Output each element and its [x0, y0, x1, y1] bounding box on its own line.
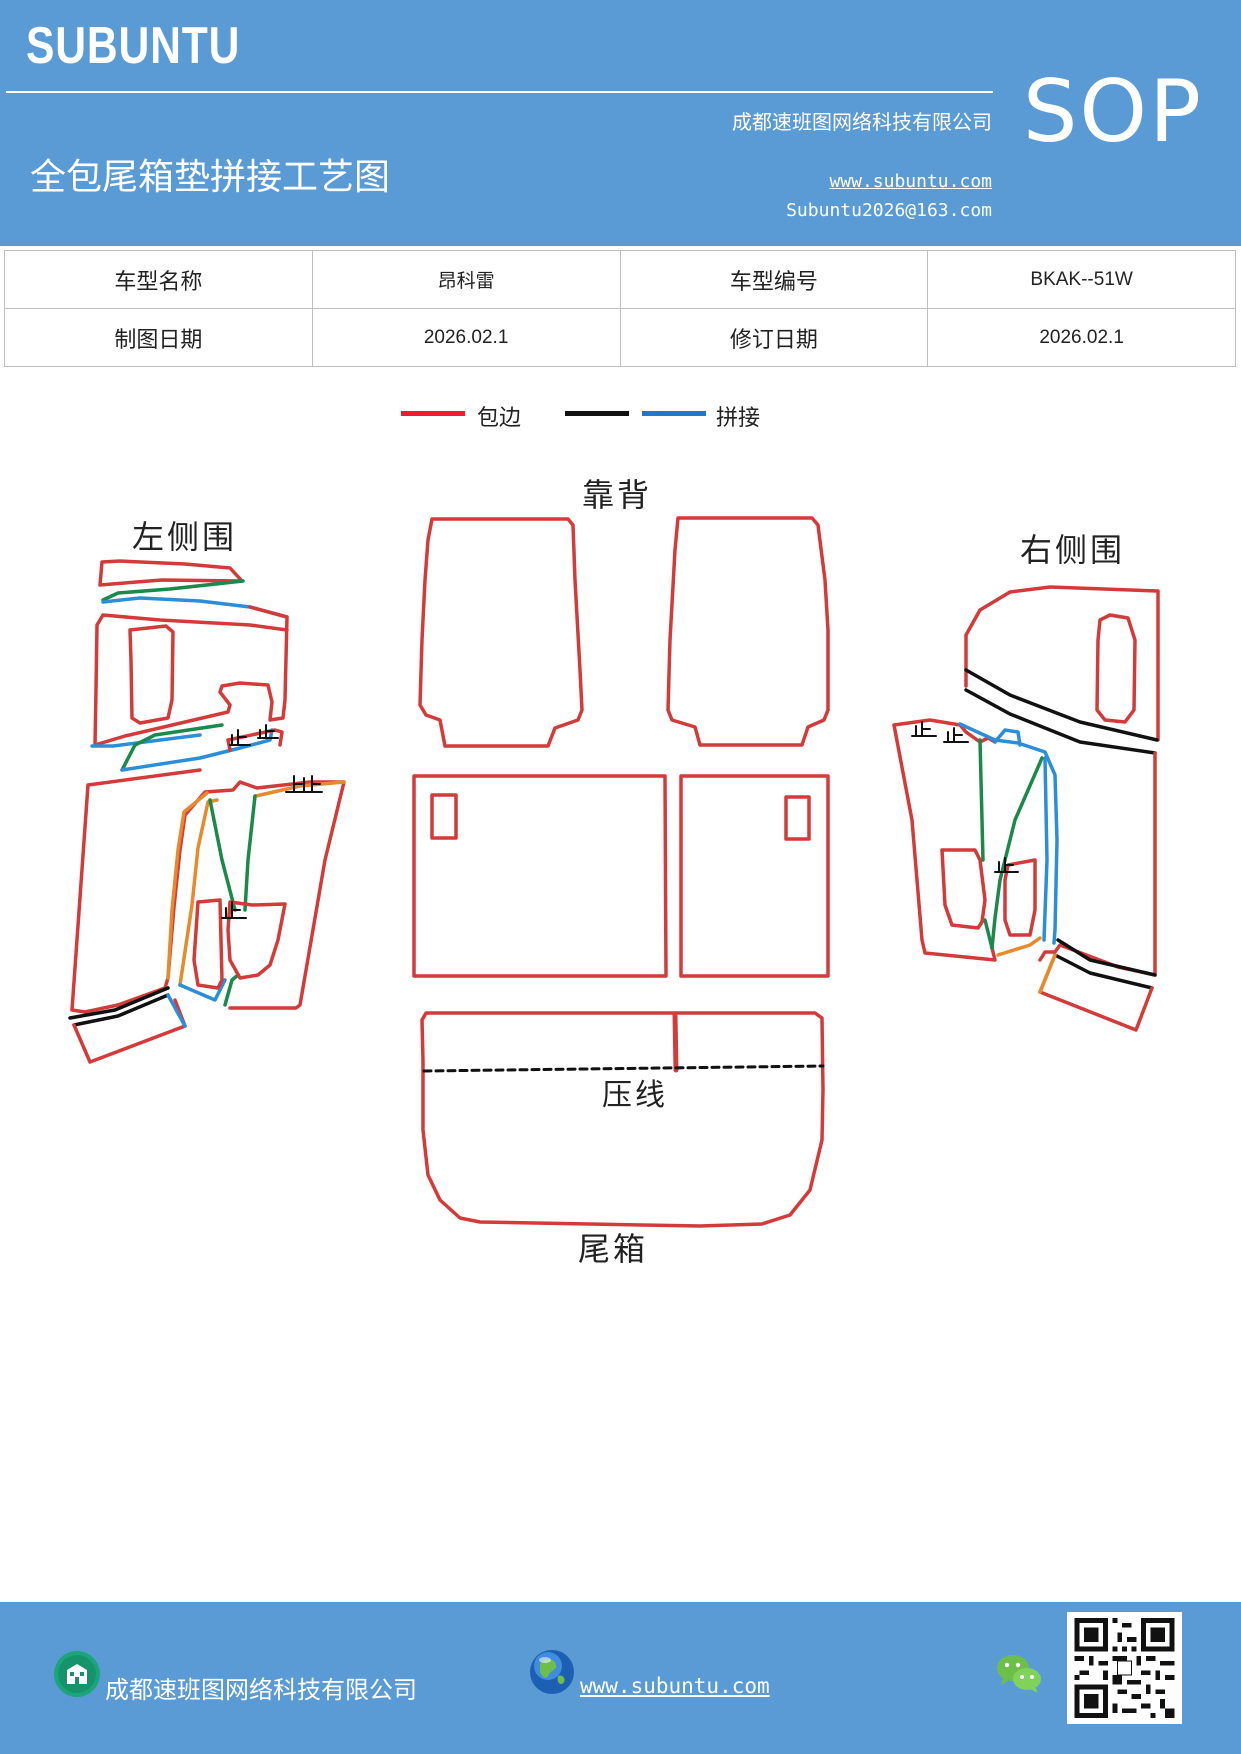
- legend-swatch-splice: [642, 411, 706, 416]
- label-draw-date: 制图日期: [4, 308, 313, 367]
- value-model-code: BKAK--51W: [927, 250, 1236, 309]
- backrest-lower-right: [679, 774, 830, 978]
- backrest-lower-left: [412, 774, 668, 978]
- right-green-2: [990, 756, 1044, 950]
- left-upper-panel: [93, 605, 289, 747]
- left-upper-tab: [226, 728, 284, 752]
- legend: 包边 拼接: [0, 400, 1241, 440]
- pattern-drawing: [68, 516, 1160, 1228]
- value-draw-date: 2026.02.1: [311, 308, 621, 367]
- left-lower-panel: [70, 768, 346, 1014]
- left-upper-window: [128, 624, 175, 725]
- qr-code-pattern: [1074, 1618, 1175, 1718]
- label-crease: 压线: [602, 1078, 668, 1113]
- table-row: 车型名称 昂科雷 车型编号 BKAK--51W: [4, 250, 1236, 309]
- trunk-piece: [420, 1011, 825, 1228]
- header-banner: SUBUNTU SOP 成都速班图网络科技有限公司 全包尾箱垫拼接工艺图 www…: [0, 0, 1241, 246]
- backrest-lower-left-window: [430, 793, 458, 840]
- company-name: 成都速班图网络科技有限公司: [732, 110, 992, 134]
- label-model-code: 车型编号: [619, 250, 929, 309]
- right-window-2: [1003, 858, 1037, 937]
- table-row: 制图日期 2026.02.1 修订日期 2026.02.1: [4, 308, 1236, 367]
- left-bottom-strip: [72, 998, 187, 1064]
- left-upper-blue-seam: [120, 728, 274, 772]
- right-upper-window: [1095, 613, 1137, 724]
- left-lower-orange-seam-2: [178, 798, 219, 987]
- right-bottom-orange: [1038, 953, 1057, 994]
- website-link[interactable]: www.subuntu.com: [829, 171, 992, 192]
- stop-marks-left: [221, 724, 323, 919]
- right-upper-black-2: [964, 688, 1157, 755]
- left-lower-orange-seam-3: [254, 780, 346, 798]
- right-orange-seam: [996, 936, 1042, 957]
- left-top-seam-green: [101, 579, 245, 602]
- right-green-1: [978, 738, 985, 862]
- stop-marks-right: [911, 721, 1019, 873]
- value-revision-date: 2026.02.1: [927, 308, 1236, 367]
- legend-label-splice: 拼接: [716, 406, 761, 431]
- left-lower-black-seam-2: [72, 993, 170, 1027]
- left-lower-green-1: [208, 798, 237, 912]
- globe-icon: [530, 1650, 574, 1694]
- left-lower-black-seam: [68, 986, 170, 1020]
- vehicle-info-table: 车型名称 昂科雷 车型编号 BKAK--51W 制图日期 2026.02.1 修…: [4, 250, 1236, 367]
- right-upper-black-1: [964, 668, 1159, 742]
- right-lower-black-2: [1053, 953, 1154, 990]
- right-upper-panel: [964, 585, 1160, 742]
- legend-swatch-edging: [401, 411, 465, 416]
- legend-label-edging: 包边: [477, 406, 522, 431]
- backrest-lower-right-window: [784, 795, 811, 841]
- footer-banner: 成都速班图网络科技有限公司 www.subuntu.com: [0, 1602, 1241, 1754]
- left-upper-panel-blue: [90, 733, 202, 748]
- left-top-strip: [98, 559, 244, 587]
- label-trunk: 尾箱: [578, 1230, 649, 1268]
- label-model-name: 车型名称: [4, 250, 313, 309]
- trunk-outline: [420, 1011, 825, 1228]
- left-lower-blue-seam: [178, 978, 227, 1002]
- footer-website-link[interactable]: www.subuntu.com: [580, 1674, 770, 1698]
- right-green-3: [983, 918, 994, 950]
- wechat-icon: [997, 1655, 1041, 1693]
- trunk-crease-line: [422, 1064, 825, 1073]
- qr-code[interactable]: [1067, 1612, 1182, 1724]
- left-lower-orange-seam: [166, 791, 209, 980]
- left-lower-green-2: [243, 794, 257, 912]
- document-title: 全包尾箱垫拼接工艺图: [30, 157, 391, 198]
- right-blue-seam: [958, 722, 1059, 945]
- backrest-pieces: [412, 516, 830, 978]
- trunk-divider: [672, 1011, 679, 1073]
- backrest-right: [666, 516, 830, 747]
- label-backrest: 靠背: [582, 476, 653, 514]
- brand-logo: SUBUNTU: [26, 17, 241, 75]
- building-icon: [54, 1651, 100, 1697]
- header-divider: [6, 91, 993, 93]
- right-window-1: [940, 848, 987, 930]
- left-lower-window-2: [226, 900, 287, 980]
- label-right-side: 右侧围: [1020, 531, 1126, 569]
- right-side-panel: [892, 585, 1160, 1032]
- sop-label: SOP: [1022, 62, 1203, 162]
- left-lower-green-3: [223, 973, 240, 1007]
- email-address: Subuntu2026@163.com: [786, 200, 992, 221]
- left-lower-window-1: [192, 898, 224, 990]
- right-blue-lower: [1042, 756, 1049, 942]
- right-blue-seam-2: [993, 728, 1022, 747]
- legend-swatch-black: [565, 411, 629, 416]
- backrest-left: [418, 517, 584, 748]
- right-lower-black-1: [1056, 938, 1157, 977]
- label-revision-date: 修订日期: [619, 308, 929, 367]
- label-left-side: 左侧围: [132, 518, 238, 556]
- left-upper-green-seam: [120, 723, 224, 772]
- value-model-name: 昂科雷: [311, 250, 621, 309]
- pattern-diagram: 左侧围 靠背 右侧围 压线 尾箱: [0, 440, 1241, 1294]
- left-bottom-strip-blue: [166, 993, 187, 1028]
- footer-company-name: 成都速班图网络科技有限公司: [105, 1676, 417, 1704]
- right-bottom-strip: [1038, 953, 1154, 1032]
- left-side-panel: [68, 559, 346, 1064]
- left-upper-seam-blue: [101, 596, 289, 619]
